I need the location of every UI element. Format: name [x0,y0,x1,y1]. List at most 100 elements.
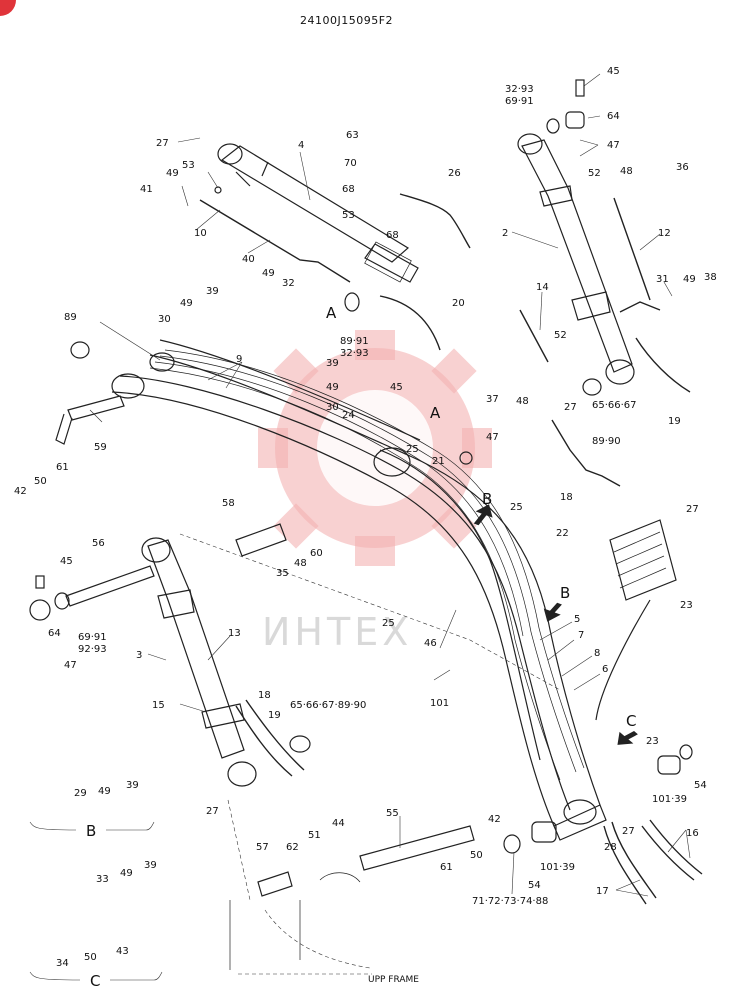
callout-65-66-67: 65·66·67 [592,400,637,411]
callout-47: 47 [607,140,620,151]
callout-61: 61 [56,462,69,473]
callout-49: 49 [180,298,193,309]
bucket-hoses [603,819,703,905]
callout-89: 89 [64,312,77,323]
callout-32-93: 32·93 [505,84,534,95]
callout-27: 27 [686,504,699,515]
callout-89-91: 89·91 [340,336,369,347]
callout-40: 40 [242,254,255,265]
callout-43: 43 [116,946,129,957]
callout-49: 49 [326,382,339,393]
callout-42: 42 [488,814,501,825]
corner-logo-icon [0,0,16,16]
callout-24: 24 [342,410,355,421]
callout-21: 21 [432,456,445,467]
callout-69-91: 69·91 [78,632,107,643]
section-a-label: A [326,304,337,322]
callout-68: 68 [342,184,355,195]
callout-45: 45 [607,66,620,77]
section-a-label: A [430,404,441,422]
callout-8: 8 [594,648,600,659]
callout-30: 30 [326,402,339,413]
callout-60: 60 [310,548,323,559]
callout-labels: 45 32·93 69·91 64 47 48 36 52 2 12 31 49… [14,66,717,969]
callout-23: 23 [680,600,693,611]
callout-48: 48 [516,396,529,407]
callout-69-91: 69·91 [505,96,534,107]
callout-4: 4 [298,140,304,151]
callout-48: 48 [620,166,633,177]
callout-32-93: 32·93 [340,348,369,359]
callout-27: 27 [156,138,169,149]
callout-10: 10 [194,228,207,239]
callout-3: 3 [136,650,142,661]
boom-cylinder-left [141,537,257,787]
callout-49: 49 [166,168,179,179]
callout-6: 6 [602,664,608,675]
callout-16: 16 [686,828,699,839]
section-arrows [473,504,638,745]
callout-41: 41 [140,184,153,195]
boom-cylinder-right [517,133,635,385]
callout-53: 53 [182,160,195,171]
callout-45: 45 [60,556,73,567]
callout-39: 39 [206,286,219,297]
section-b-label: B [482,490,492,508]
callout-27: 27 [622,826,635,837]
callout-49: 49 [683,274,696,285]
callout-12: 12 [658,228,671,239]
callout-23: 23 [646,736,659,747]
callout-101-39: 101·39 [540,862,575,873]
callout-19: 19 [668,416,681,427]
drawing-code: 24100J15095F2 [300,14,393,27]
frame-bracket [179,533,561,975]
callout-49: 49 [262,268,275,279]
callout-38: 38 [704,272,717,283]
detail-brackets [29,821,163,981]
callout-54: 54 [528,880,541,891]
section-c-label: C [626,712,636,730]
callout-2: 2 [502,228,508,239]
callout-101-39: 101·39 [652,794,687,805]
callout-54: 54 [694,780,707,791]
callout-65-66-67-89-90: 65·66·67·89·90 [290,700,366,711]
callout-61: 61 [440,862,453,873]
callout-34: 34 [56,958,69,969]
callout-45: 45 [390,382,403,393]
callout-59: 59 [94,442,107,453]
callout-5: 5 [574,614,580,625]
hydraulic-lines [149,349,585,781]
section-letters: A A B B B C C [86,304,636,990]
callout-30: 30 [158,314,171,325]
callout-50: 50 [470,850,483,861]
detail-b-label: B [86,822,96,840]
callout-47: 47 [486,432,499,443]
section-b-label: B [560,584,570,602]
callout-25: 25 [382,618,395,629]
detail-c-label: C [90,972,100,990]
callout-53: 53 [342,210,355,221]
leader-lines [89,73,691,897]
callout-50: 50 [34,476,47,487]
frame-label: UPP FRAME [368,975,419,985]
callout-20: 20 [452,298,465,309]
watermark-text: ИНТЕХ [262,610,412,654]
callout-28: 28 [604,842,617,853]
callout-25: 25 [406,444,419,455]
callout-37: 37 [486,394,499,405]
callout-27: 27 [564,402,577,413]
callout-46: 46 [424,638,437,649]
callout-51: 51 [308,830,321,841]
callout-13: 13 [228,628,241,639]
callout-70: 70 [344,158,357,169]
pipes [199,193,691,777]
callout-39: 39 [126,780,139,791]
callout-64: 64 [607,111,620,122]
callout-50: 50 [84,952,97,963]
callout-17: 17 [596,886,609,897]
callout-14: 14 [536,282,549,293]
callout-71-72-73-74-88: 71·72·73·74·88 [472,896,548,907]
callout-27: 27 [206,806,219,817]
callout-31: 31 [656,274,669,285]
